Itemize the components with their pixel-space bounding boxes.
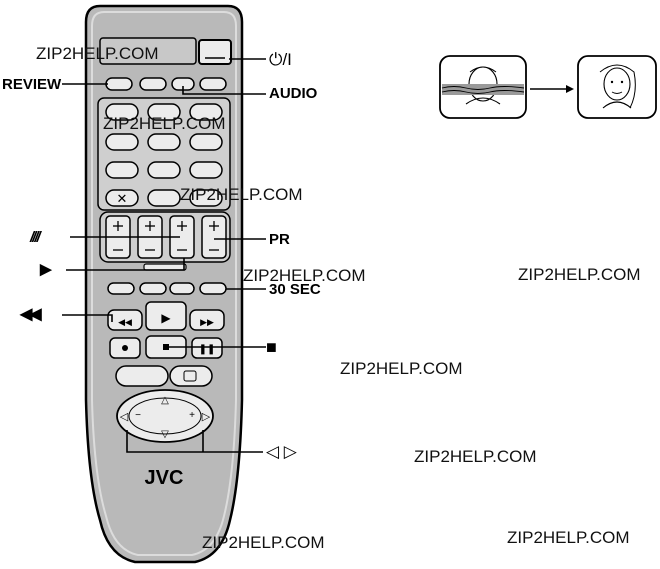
review-label: REVIEW	[2, 76, 62, 93]
audio-label: AUDIO	[269, 85, 318, 102]
key-9[interactable]	[189, 161, 223, 179]
leader-lines	[62, 58, 266, 453]
nav-right-icon: ▷	[202, 411, 211, 423]
pr-label: PR	[269, 231, 290, 248]
key-4[interactable]	[105, 133, 139, 151]
key-1[interactable]	[105, 103, 139, 121]
ff-small-icon: ▶▶	[200, 317, 214, 327]
key-8[interactable]	[147, 161, 181, 179]
cancel-key[interactable]	[105, 189, 139, 207]
watermark: ZIP2HELP.COM	[340, 359, 463, 378]
power-label: ⏻/I	[269, 50, 292, 69]
rewind-small-icon: ◀◀	[118, 317, 132, 327]
key-2[interactable]	[147, 103, 181, 121]
watermark: ZIP2HELP.COM	[243, 266, 366, 285]
small-slot	[143, 263, 187, 271]
fast-forward-button[interactable]	[189, 309, 225, 331]
arrow-icon	[530, 85, 574, 93]
watermark: ZIP2HELP.COM	[202, 533, 325, 552]
watermark: ZIP2HELP.COM	[414, 447, 537, 466]
stop-label: ■	[266, 337, 277, 357]
rewind-button[interactable]	[107, 309, 143, 331]
pause-icon: ❚❚	[199, 344, 216, 355]
play-label: ▶	[40, 261, 52, 278]
tv-after-screen	[577, 55, 657, 119]
pause-button[interactable]	[191, 337, 223, 359]
stop-square-icon	[163, 344, 169, 350]
thirty-sec-button[interactable]	[199, 282, 227, 295]
key-5[interactable]	[147, 133, 181, 151]
tracking-label: ////	[30, 229, 41, 246]
plus-minus-marks	[113, 221, 219, 251]
wide-button-right[interactable]	[169, 365, 213, 387]
small-oval-3[interactable]	[169, 282, 195, 295]
watermark: ZIP2HELP.COM	[103, 114, 226, 133]
watermark: ZIP2HELP.COM	[36, 44, 159, 63]
cancel-x-icon: ✕	[117, 191, 128, 206]
thirty-sec-label: 30 SEC	[269, 281, 321, 298]
top-panel	[99, 37, 197, 65]
nav-left-icon: ◁	[120, 411, 129, 423]
nav-plus-icon: +	[189, 410, 195, 421]
rewind-label: ◀◀	[20, 306, 42, 323]
oval-button-4[interactable]	[199, 77, 227, 91]
play-button[interactable]	[145, 301, 187, 331]
key-plus[interactable]	[189, 189, 223, 207]
key-0[interactable]	[147, 189, 181, 207]
oval-button-2[interactable]	[139, 77, 167, 91]
nav-minus-icon: −	[135, 410, 141, 421]
left-right-label: ◁ ▷	[266, 442, 297, 461]
remote-inner-edge	[91, 11, 237, 556]
play-small-icon: ▶	[161, 311, 171, 325]
power-button[interactable]	[198, 39, 232, 65]
pr-button[interactable]	[201, 215, 227, 259]
wide-button-left[interactable]	[115, 365, 169, 387]
nav-up-icon: △	[161, 395, 169, 406]
wide-button-right-mark	[183, 370, 197, 382]
nav-pad-inner	[128, 397, 202, 435]
tv-before-screen	[439, 55, 527, 119]
record-dot-icon	[122, 345, 128, 351]
watermark: ZIP2HELP.COM	[180, 185, 303, 204]
key-6[interactable]	[189, 133, 223, 151]
watermark: ZIP2HELP.COM	[518, 265, 641, 284]
small-oval-1[interactable]	[107, 282, 135, 295]
key-7[interactable]	[105, 161, 139, 179]
nav-down-icon: ▽	[161, 429, 169, 440]
watermark: ZIP2HELP.COM	[507, 528, 630, 547]
keypad-panel	[97, 97, 231, 211]
review-button[interactable]	[105, 77, 133, 91]
brand-logo: JVC	[145, 467, 184, 489]
small-oval-2[interactable]	[139, 282, 167, 295]
key-3[interactable]	[189, 103, 223, 121]
